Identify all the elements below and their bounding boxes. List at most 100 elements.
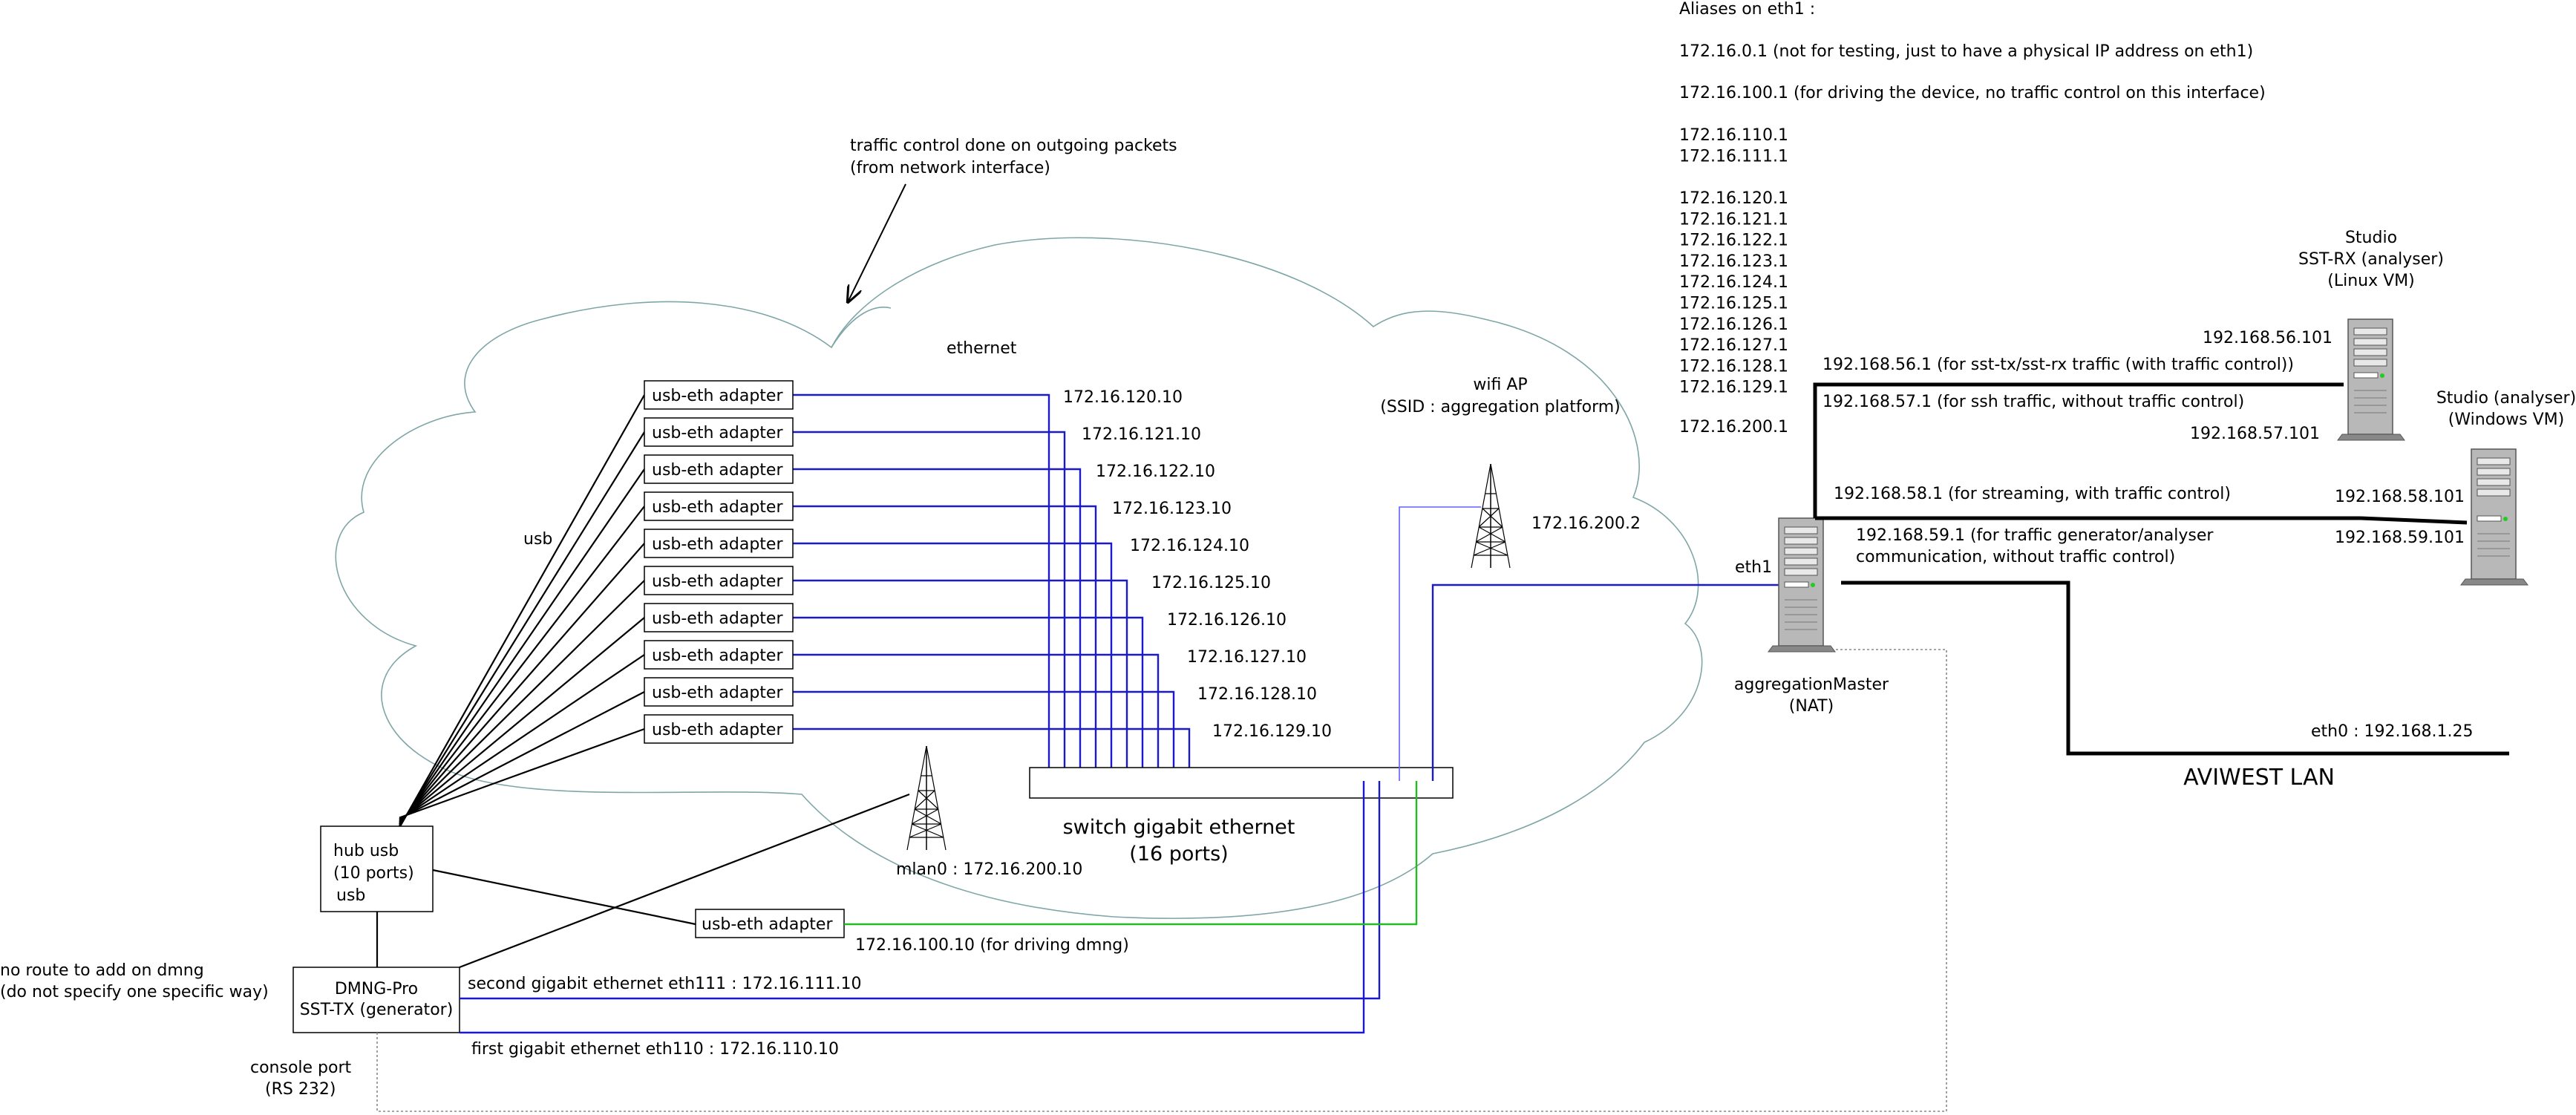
adapter-cable bbox=[793, 542, 1113, 781]
usb-eth-adapter-label: usb-eth adapter bbox=[652, 721, 783, 739]
ethernet-cloud bbox=[335, 237, 1703, 919]
dmng-label-line2: SST-TX (generator) bbox=[300, 1001, 454, 1019]
alias-line: 172.16.129.1 bbox=[1679, 379, 1788, 397]
usb-eth-adapter-label: usb-eth adapter bbox=[652, 572, 783, 591]
ethernet-label: ethernet bbox=[947, 339, 1017, 358]
adapter-cable bbox=[793, 468, 1082, 781]
alias-line: 172.16.121.1 bbox=[1679, 210, 1788, 229]
usb-cable bbox=[399, 580, 645, 823]
studio-linux-server-icon bbox=[2337, 318, 2405, 441]
usb-eth-adapter-label: usb-eth adapter bbox=[652, 684, 783, 702]
hub-label-line1: hub usb bbox=[333, 842, 399, 860]
aggregation-master-label: aggregationMaster bbox=[1734, 676, 1889, 694]
usb-eth-adapter bbox=[644, 529, 794, 558]
studio-linux-label-line1: Studio bbox=[2345, 229, 2397, 247]
eth0-label: eth0 : 192.168.1.25 bbox=[2311, 722, 2473, 741]
wifi-ap-label-line2: (SSID : aggregation platform) bbox=[1380, 398, 1621, 416]
alias-line: 172.16.122.1 bbox=[1679, 232, 1788, 250]
dmng-pro-generator bbox=[292, 967, 460, 1033]
aggregation-master-server-icon bbox=[1768, 517, 1836, 653]
eth110-cable bbox=[460, 781, 1365, 1034]
studio-windows-ip-58: 192.168.58.101 bbox=[2335, 488, 2465, 506]
link-192-168-59 bbox=[2360, 516, 2468, 525]
adapter-cable bbox=[793, 727, 1191, 781]
switch-label-line2: (16 ports) bbox=[1129, 843, 1228, 866]
adapter-cable bbox=[793, 393, 1050, 781]
ethernet-switch bbox=[1029, 767, 1454, 799]
driving-usb-eth-adapter bbox=[695, 909, 845, 938]
route-192-168-59-1-line1: 192.168.59.1 (for traffic generator/anal… bbox=[1856, 526, 2214, 545]
usb-eth-adapter bbox=[644, 640, 794, 670]
traffic-control-note-line2: (from network interface) bbox=[850, 159, 1050, 177]
alias-172-16-100-1: 172.16.100.1 (for driving the device, no… bbox=[1679, 84, 2266, 102]
route-192-168-59-1-line2: communication, without traffic control) bbox=[1856, 548, 2175, 566]
adapter-ip-label: 172.16.121.10 bbox=[1082, 425, 1201, 444]
no-route-note-line2: (do not specify one specific way) bbox=[0, 983, 269, 1001]
eth111-label: second gigabit ethernet eth111 : 172.16.… bbox=[468, 975, 862, 993]
usb-cable bbox=[399, 654, 645, 821]
eth1-aliases: Aliases on eth1 : 172.16.0.1 (not for te… bbox=[1679, 0, 2266, 436]
switch-label-line1: switch gigabit ethernet bbox=[1063, 816, 1295, 839]
link-192-168-56 bbox=[1813, 382, 2344, 518]
usb-cable bbox=[399, 431, 645, 828]
studio-linux-ip-56: 192.168.56.101 bbox=[2203, 329, 2333, 347]
eth110-label: first gigabit ethernet eth110 : 172.16.1… bbox=[471, 1040, 839, 1059]
studio-linux-label-line3: (Linux VM) bbox=[2327, 272, 2414, 290]
usb-eth-adapter bbox=[644, 566, 794, 595]
link-lan bbox=[1841, 581, 2509, 756]
no-route-note-line1: no route to add on dmng bbox=[0, 961, 204, 980]
alias-line: 172.16.110.1 bbox=[1679, 126, 1788, 145]
usb-eth-adapter-label: usb-eth adapter bbox=[652, 424, 783, 442]
driving-adapter-label: usb-eth adapter bbox=[702, 915, 833, 934]
usb-cables bbox=[399, 394, 645, 828]
wifi-ap-antenna-icon bbox=[1471, 463, 1511, 569]
aviwest-lan-label: AVIWEST LAN bbox=[2183, 765, 2335, 791]
usb-eth-adapter-label: usb-eth adapter bbox=[652, 535, 783, 554]
eth1-label: eth1 bbox=[1735, 558, 1772, 577]
usb-eth-adapter bbox=[644, 454, 794, 484]
alias-line: 172.16.126.1 bbox=[1679, 315, 1788, 334]
studio-windows-label-line1: Studio (analyser) bbox=[2436, 389, 2576, 408]
alias-line: 172.16.124.1 bbox=[1679, 273, 1788, 292]
hub-label-line2: (10 ports) bbox=[333, 864, 414, 883]
console-port-label-line2: (RS 232) bbox=[265, 1080, 336, 1099]
usb-eth-adapter bbox=[644, 491, 794, 521]
usb-eth-adapter-label: usb-eth adapter bbox=[652, 647, 783, 665]
adapter-cable bbox=[793, 505, 1097, 781]
usb-eth-adapter bbox=[644, 380, 794, 410]
adapter-ip-labels: 172.16.120.10 172.16.121.10 172.16.122.10 1… bbox=[1063, 388, 1332, 741]
eth111-cable bbox=[460, 781, 1381, 1000]
adapter-cable bbox=[793, 653, 1160, 781]
wifi-ap-ip: 172.16.200.2 bbox=[1531, 514, 1641, 533]
adapter-cable bbox=[793, 579, 1128, 781]
dmng-label-line1: DMNG-Pro bbox=[335, 980, 418, 998]
usb-eth-adapter-label: usb-eth adapter bbox=[652, 498, 783, 517]
adapter-ip-label: 172.16.128.10 bbox=[1197, 685, 1317, 704]
route-192-168-58-1: 192.168.58.1 (for streaming, with traffi… bbox=[1834, 485, 2231, 503]
adapter-cable bbox=[793, 690, 1175, 781]
driving-adapter-cable bbox=[844, 781, 1418, 926]
usb-hub bbox=[320, 825, 434, 912]
usb-cable bbox=[399, 543, 645, 824]
usb-label: usb bbox=[523, 530, 552, 549]
adapter-ip-label: 172.16.122.10 bbox=[1096, 462, 1215, 481]
aliases-title: Aliases on eth1 : bbox=[1679, 0, 1815, 19]
usb-eth-adapter bbox=[644, 603, 794, 632]
usb-cable bbox=[399, 468, 645, 826]
usb-cable bbox=[399, 727, 645, 819]
adapter-ip-label: 172.16.123.10 bbox=[1112, 500, 1232, 518]
usb-eth-adapter bbox=[644, 714, 794, 744]
studio-windows-ip-59: 192.168.59.101 bbox=[2335, 529, 2465, 547]
adapter-ip-label: 172.16.125.10 bbox=[1151, 574, 1271, 592]
usb-cable bbox=[399, 617, 645, 822]
alias-line: 172.16.127.1 bbox=[1679, 336, 1788, 355]
mlan0-antenna-icon bbox=[906, 745, 947, 851]
console-port-label-line1: console port bbox=[250, 1059, 352, 1077]
adapter-ip-label: 172.16.126.10 bbox=[1167, 611, 1287, 630]
aggregation-master-nat: (NAT) bbox=[1789, 697, 1834, 716]
adapter-ip-label: 172.16.120.10 bbox=[1063, 388, 1183, 407]
usb-eth-adapter bbox=[644, 677, 794, 707]
studio-windows-label-line2: (Windows VM) bbox=[2448, 411, 2564, 429]
alias-line: 172.16.123.1 bbox=[1679, 252, 1788, 271]
